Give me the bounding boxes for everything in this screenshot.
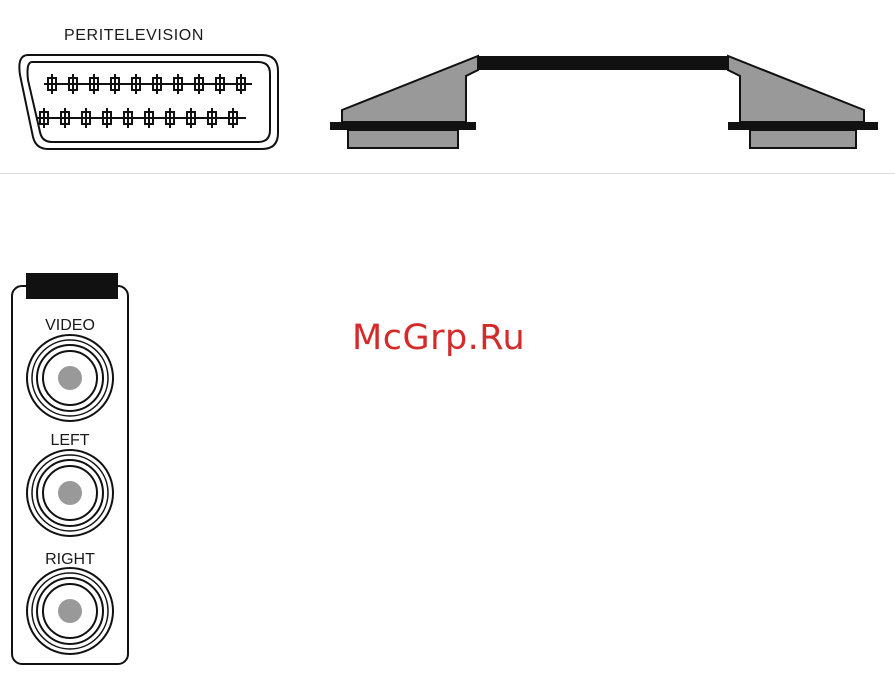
rca-jacks: [27, 335, 113, 654]
scart-cable: [330, 56, 878, 148]
scart-socket: [19, 55, 278, 149]
rca-label-right: RIGHT: [12, 551, 128, 569]
watermark-text: McGrp.Ru: [352, 318, 525, 358]
scart-pins: [36, 74, 252, 128]
rca-jack-video: [27, 335, 113, 421]
rca-label-left: LEFT: [12, 432, 128, 450]
rca-jack-right: [27, 568, 113, 654]
rca-label-video: VIDEO: [12, 317, 128, 335]
rca-jack-left: [27, 450, 113, 536]
divider: [0, 173, 895, 174]
